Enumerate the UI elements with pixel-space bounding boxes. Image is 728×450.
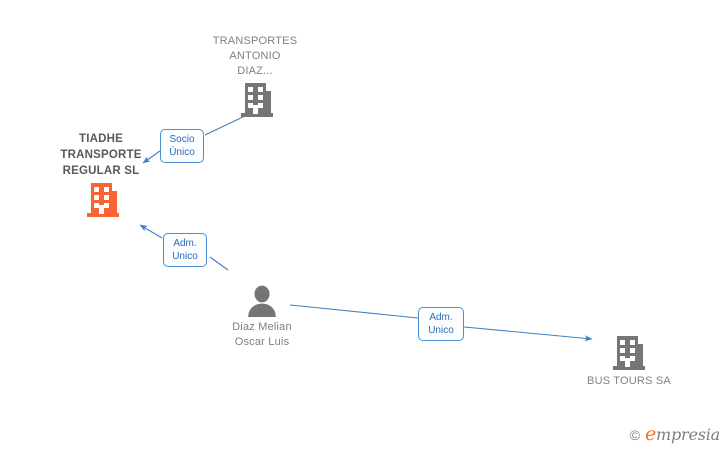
building-icon	[241, 83, 273, 117]
person-icon	[248, 285, 276, 317]
node-icon-transportes-antonio-diaz[interactable]	[240, 82, 274, 118]
node-icon-bus-tours-sa[interactable]	[612, 335, 646, 371]
edge-line-adm-unico-tiadhe-out	[139, 224, 163, 239]
empresia-logo-initial: e	[644, 423, 656, 445]
building-icon	[87, 183, 119, 217]
empresia-logo: empresia	[644, 423, 720, 445]
empresia-logo-rest: mpresia	[656, 425, 720, 444]
node-icon-tiadhe-transporte-regular-sl[interactable]	[86, 182, 120, 218]
node-label-transportes-antonio-diaz: TRANSPORTES ANTONIO DIAZ...	[212, 35, 298, 77]
edge-label-adm-unico-tiadhe[interactable]: Adm. Unico	[163, 233, 207, 267]
node-icon-diaz-melian-oscar-luis[interactable]	[246, 285, 278, 317]
edge-label-adm-unico-bus-tours[interactable]: Adm. Unico	[418, 307, 464, 341]
edge-line-socio-unico-in	[204, 115, 246, 136]
empresia-watermark: © empresia	[629, 423, 721, 445]
copyright-icon: ©	[629, 426, 640, 443]
edge-line-socio-unico-out	[142, 150, 161, 164]
building-icon	[613, 336, 645, 370]
edge-line-adm-unico-bus-out	[463, 326, 593, 342]
edge-label-socio-unico[interactable]: Socio Único	[160, 129, 204, 163]
node-label-diaz-melian-oscar-luis: Diaz Melian Oscar Luis	[232, 321, 292, 348]
edge-line-adm-unico-tiadhe-in	[209, 256, 229, 271]
edge-line-adm-unico-bus-in	[289, 304, 419, 319]
node-label-bus-tours-sa: BUS TOURS SA	[587, 375, 671, 387]
node-label-tiadhe-transporte-regular-sl: TIADHE TRANSPORTE REGULAR SL	[60, 133, 142, 177]
